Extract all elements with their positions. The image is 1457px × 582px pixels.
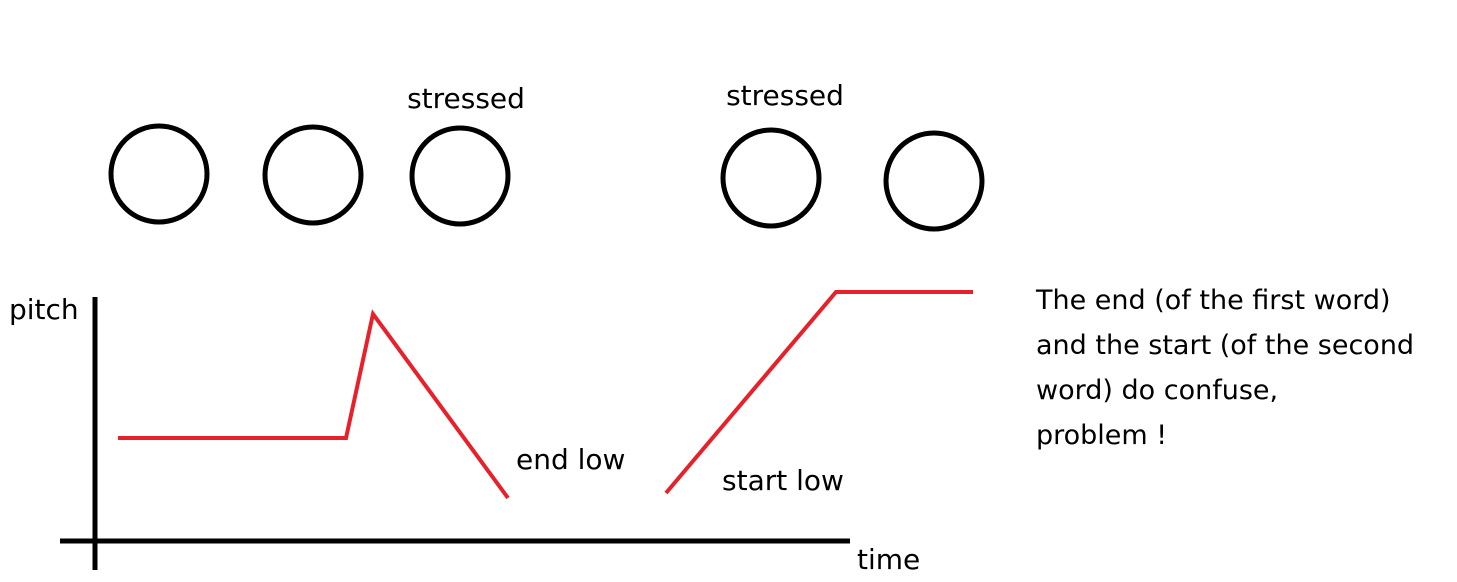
explanation-note: The end (of the first word) and the star…	[1036, 278, 1451, 458]
pitch-line-word-1	[118, 309, 510, 500]
note-line-2: and the start (of the second	[1036, 330, 1415, 361]
syllable-circle-3-stressed	[409, 125, 511, 227]
syllable-circle-1	[108, 123, 210, 225]
syllable-circle-5	[883, 130, 985, 232]
stressed-label-1: stressed	[407, 82, 525, 115]
pitch-line-word-2	[664, 290, 973, 495]
syllable-circle-4-stressed	[720, 127, 822, 229]
syllable-circle-2	[262, 124, 364, 226]
note-line-1: The end (of the first word)	[1036, 285, 1391, 316]
note-line-3: word) do confuse,	[1036, 375, 1279, 406]
note-line-4: problem !	[1036, 420, 1168, 451]
stressed-label-2: stressed	[726, 79, 844, 112]
y-axis-label: pitch	[9, 293, 79, 326]
start-low-label: start low	[722, 464, 844, 497]
x-axis-label: time	[857, 543, 920, 576]
end-low-label: end low	[516, 443, 625, 476]
